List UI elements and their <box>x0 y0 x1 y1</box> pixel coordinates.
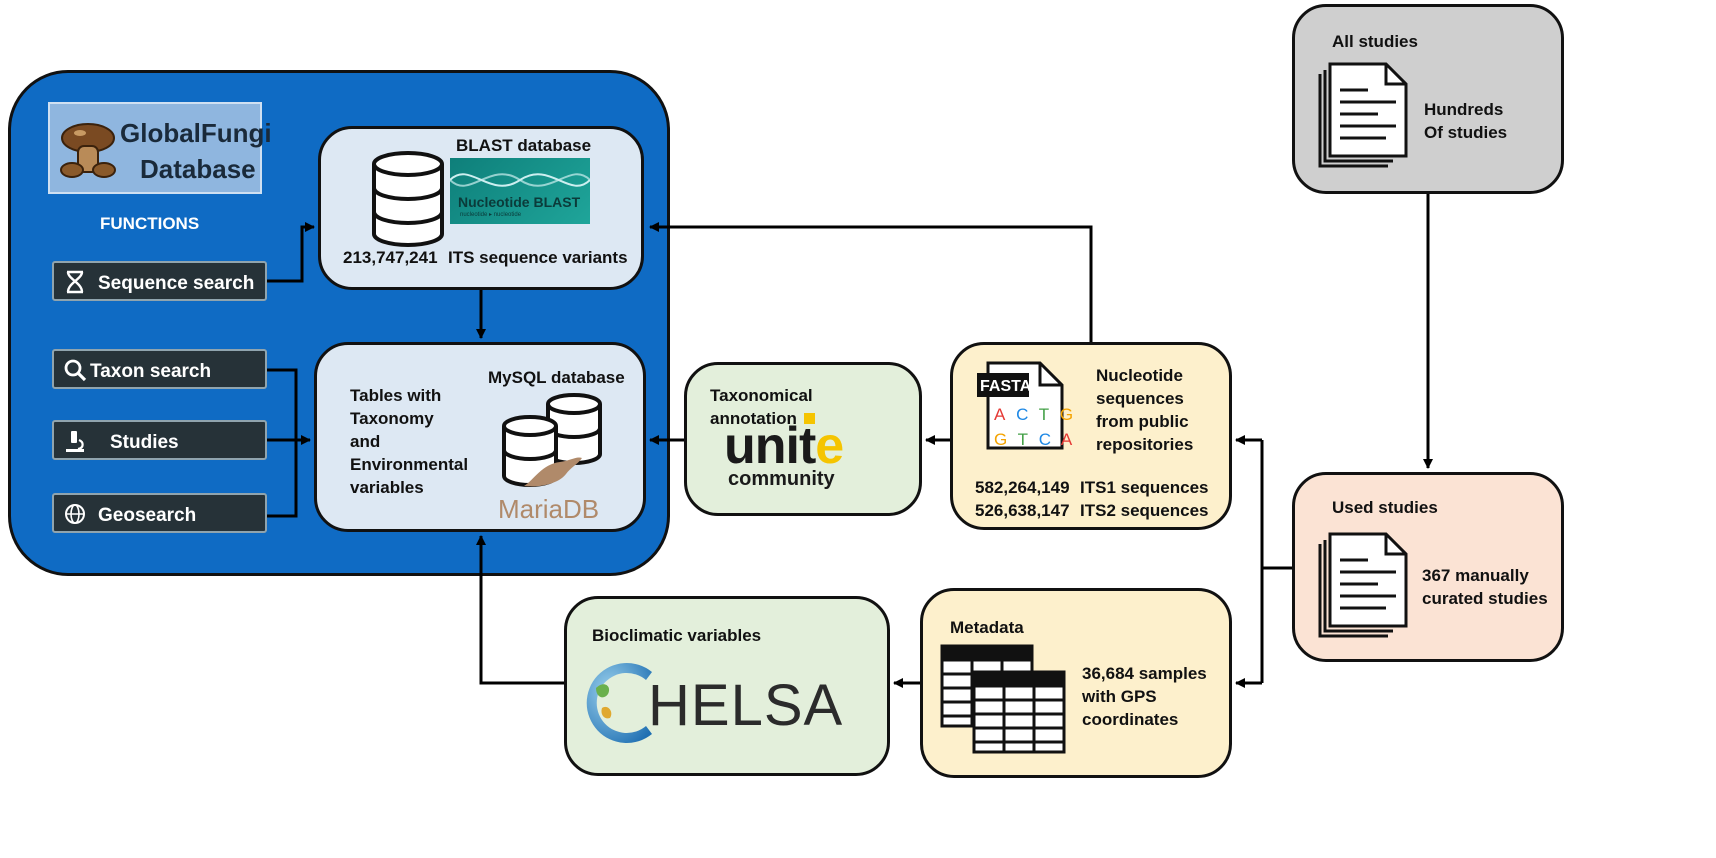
banner-title: Nucleotide BLAST <box>458 194 581 210</box>
used-studies-line-2: curated studies <box>1422 589 1548 608</box>
functions-heading: FUNCTIONS <box>100 214 200 233</box>
mysql-title: MySQL database <box>488 368 625 387</box>
base-g: G <box>994 430 1008 449</box>
mysql-line-1: Tables with <box>350 386 442 405</box>
its1-label: ITS1 sequences <box>1080 478 1209 497</box>
unite-title-1: Taxonomical <box>710 386 813 405</box>
documents-icon <box>1318 62 1408 168</box>
dna-helix-graphic <box>450 173 590 187</box>
seal-icon <box>524 457 582 487</box>
chelsa-logo-text: HELSA <box>648 673 844 738</box>
sequence-search-button[interactable]: Sequence search <box>52 261 267 301</box>
metadata-line-2: with GPS <box>1082 687 1157 706</box>
blast-count-label: ITS sequence variants <box>448 248 628 267</box>
logo-line-1: GlobalFungi <box>120 118 272 148</box>
studies-button[interactable]: Studies <box>52 420 267 460</box>
blast-count: 213,747,241 <box>343 248 438 267</box>
metadata-line-3: coordinates <box>1082 710 1179 729</box>
its2-label: ITS2 sequences <box>1080 501 1209 520</box>
taxon-search-label: Taxon search <box>90 361 212 382</box>
base-c: C <box>1038 430 1052 449</box>
logo-line-2: Database <box>140 154 256 184</box>
base-a: A <box>994 405 1006 424</box>
documents-icon <box>1318 532 1408 638</box>
unite-logo-main: unit <box>724 417 816 475</box>
base-g: G <box>1059 405 1074 424</box>
mushroom-icon <box>60 123 116 178</box>
fasta-file-icon <box>977 361 1064 450</box>
spreadsheet-icon <box>940 644 1066 754</box>
bioclim-box <box>564 596 890 776</box>
its1-count: 582,264,149 <box>975 478 1070 497</box>
base-t: T <box>1017 430 1029 449</box>
mysql-line-4: Environmental <box>350 455 469 474</box>
taxon-search-button[interactable]: Taxon search <box>52 349 267 389</box>
mysql-line-5: variables <box>350 478 424 497</box>
geosearch-label: Geosearch <box>98 505 197 526</box>
chelsa-globe-logo <box>586 663 652 743</box>
mariadb-logo-text: MariaDB <box>498 494 600 524</box>
unite-logo: unite <box>724 416 844 475</box>
unite-box <box>684 362 922 516</box>
geosearch-button[interactable]: Geosearch <box>52 493 267 533</box>
unite-logo-subtitle: community <box>728 468 835 490</box>
globalfungi-logo: GlobalFungi Database <box>48 102 272 194</box>
blast-title: BLAST database <box>456 136 592 155</box>
base-t: T <box>1038 405 1050 424</box>
search-icon <box>64 359 87 382</box>
its2-count: 526,638,147 <box>975 501 1070 520</box>
unite-title-2: annotation <box>710 409 797 428</box>
banner-subtitle: nucleotide ▸ nucleotide <box>460 212 522 218</box>
microscope-icon <box>66 431 84 452</box>
all-studies-title: All studies <box>1332 32 1418 51</box>
unite-logo-accent: e <box>815 417 845 475</box>
dna-icon <box>66 270 84 294</box>
fasta-row-2: G T C A <box>994 430 1072 450</box>
fasta-label: FASTA <box>980 378 1032 395</box>
unite-accent-square <box>804 413 815 424</box>
fasta-row-1: A C T G <box>994 405 1073 425</box>
nucleotide-desc-2: sequences <box>1096 389 1184 408</box>
studies-label: Studies <box>110 432 179 453</box>
nucleotide-desc-3: from public <box>1096 412 1189 431</box>
used-studies-title: Used studies <box>1332 498 1438 517</box>
nucleotide-desc-1: Nucleotide <box>1096 366 1183 385</box>
nucleotide-desc-4: repositories <box>1096 435 1194 454</box>
arrow-nucleotide-to-blast <box>649 222 1093 342</box>
all-studies-line-1: Hundreds <box>1424 100 1504 119</box>
used-studies-line-1: 367 manually <box>1422 566 1529 585</box>
all-studies-line-2: Of studies <box>1424 123 1508 142</box>
database-icon <box>372 151 444 247</box>
globe-icon <box>65 504 85 524</box>
mysql-line-3: and <box>350 432 381 451</box>
base-a: A <box>1060 430 1073 449</box>
bioclim-title: Bioclimatic variables <box>592 626 762 645</box>
connector-used-studies-split <box>1260 440 1292 683</box>
mysql-line-2: Taxonomy <box>350 409 434 428</box>
metadata-title: Metadata <box>950 618 1024 637</box>
sequence-search-label: Sequence search <box>98 273 255 294</box>
metadata-line-1: 36,684 samples <box>1082 664 1207 683</box>
base-c: C <box>1016 405 1029 424</box>
nucleotide-blast-banner: Nucleotide BLAST nucleotide ▸ nucleotide <box>450 158 590 224</box>
